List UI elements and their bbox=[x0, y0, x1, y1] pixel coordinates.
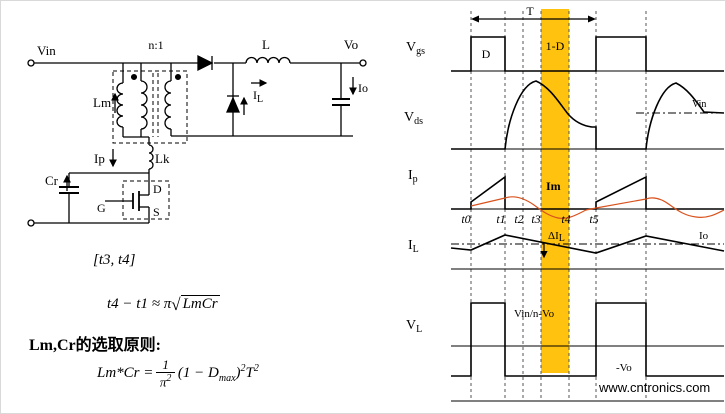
fraction-denominator: π2 bbox=[159, 373, 172, 390]
vl-high-label: Vin/n-Vo bbox=[514, 308, 555, 320]
vgs-trace bbox=[451, 36, 724, 72]
polarity-dot-primary bbox=[130, 73, 138, 81]
time-label-t5: t5 bbox=[589, 212, 598, 226]
fraction-numerator: 1 bbox=[156, 357, 175, 374]
im-label: Im bbox=[546, 179, 561, 193]
period-label: T bbox=[526, 4, 534, 18]
io-label: Io bbox=[358, 81, 368, 95]
ip-trace bbox=[451, 175, 724, 210]
reset-time-formula: t4 − t1 ≈ π√LmCr bbox=[107, 295, 220, 313]
mosfet-box bbox=[122, 180, 170, 220]
vin-level-label: Vin bbox=[692, 99, 706, 110]
resonant-capacitor bbox=[59, 186, 79, 194]
time-axis-labels: t0 t1 t2 t3 t4 t5 bbox=[461, 212, 598, 226]
im-trace bbox=[470, 196, 725, 219]
formula1-lhs: t4 − t1 ≈ π bbox=[107, 295, 172, 312]
output-capacitor bbox=[332, 98, 350, 106]
vin-label: Vin bbox=[37, 43, 56, 58]
vds-trace bbox=[451, 80, 725, 150]
rectifier-diode bbox=[197, 54, 214, 72]
time-label-t0: t0 bbox=[461, 212, 470, 226]
turns-ratio-label: n:1 bbox=[148, 38, 163, 52]
il-row-label: IL bbox=[408, 238, 419, 255]
selection-principle-text: Lm,Cr的选取原则: bbox=[29, 337, 161, 354]
il-label: IL bbox=[253, 88, 263, 105]
formula2-fraction: 1 π2 bbox=[156, 357, 175, 390]
period-arrow bbox=[471, 15, 596, 23]
watermark-text: www.cntronics.com bbox=[598, 380, 710, 395]
vo-label: Vo bbox=[344, 37, 358, 52]
freewheel-diode bbox=[226, 95, 240, 113]
vds-label: Vds bbox=[404, 110, 423, 127]
source-label: S bbox=[153, 205, 160, 219]
vo-terminal bbox=[359, 59, 367, 67]
inductor-label: L bbox=[262, 37, 270, 52]
waveform-axes bbox=[451, 70, 724, 402]
transformer bbox=[112, 70, 188, 170]
io-level-label: Io bbox=[699, 230, 709, 242]
time-label-t4: t4 bbox=[561, 212, 570, 226]
drain-label: D bbox=[153, 182, 162, 196]
formula1-radicand: LmCr bbox=[180, 295, 220, 312]
vl-trace bbox=[451, 302, 724, 377]
circuit-wires bbox=[34, 62, 360, 224]
cr-label: Cr bbox=[45, 173, 59, 188]
gate-label: G bbox=[97, 201, 106, 215]
delta-il-label: ΔIL bbox=[548, 230, 565, 244]
ip-row-label: Ip bbox=[408, 168, 418, 185]
one-minus-duty-label: 1-D bbox=[546, 39, 565, 53]
lm-label: Lm bbox=[93, 95, 111, 110]
current-arrows bbox=[63, 77, 357, 191]
vl-low-label: -Vo bbox=[616, 362, 632, 374]
il-trace bbox=[450, 234, 725, 254]
circuit-schematic: Vin n:1 L Vo Io IL Lm Ip Lk Cr D G S bbox=[27, 37, 368, 227]
radical-sign: √ bbox=[171, 294, 181, 314]
time-label-t2: t2 bbox=[514, 212, 523, 226]
polarity-dot-secondary bbox=[174, 73, 182, 81]
formula2-lhs: Lm*Cr = bbox=[97, 365, 154, 382]
vin-return-terminal bbox=[27, 219, 35, 227]
timing-waveforms: T Vgs D 1-D Vds Vin Ip Im t0 t1 t2 t3 t4… bbox=[404, 4, 725, 402]
vl-row-label: VL bbox=[406, 318, 422, 335]
vin-terminal bbox=[27, 59, 35, 67]
output-inductor-coil bbox=[245, 56, 291, 64]
lmcr-formula: Lm*Cr = 1 π2 (1 − Dmax)2T2 bbox=[97, 357, 259, 390]
leakage-inductor-coil bbox=[148, 144, 154, 170]
duty-label: D bbox=[482, 47, 491, 61]
time-label-t1: t1 bbox=[496, 212, 505, 226]
lk-label: Lk bbox=[155, 151, 170, 166]
highlight-band bbox=[541, 9, 569, 373]
vgs-label: Vgs bbox=[406, 40, 425, 57]
ip-label: Ip bbox=[94, 151, 105, 166]
formula2-body: (1 − Dmax)2T2 bbox=[177, 363, 259, 385]
time-label-t3: t3 bbox=[531, 212, 540, 226]
terminals bbox=[27, 59, 367, 227]
interval-annotation: [t3, t4] bbox=[93, 252, 136, 268]
